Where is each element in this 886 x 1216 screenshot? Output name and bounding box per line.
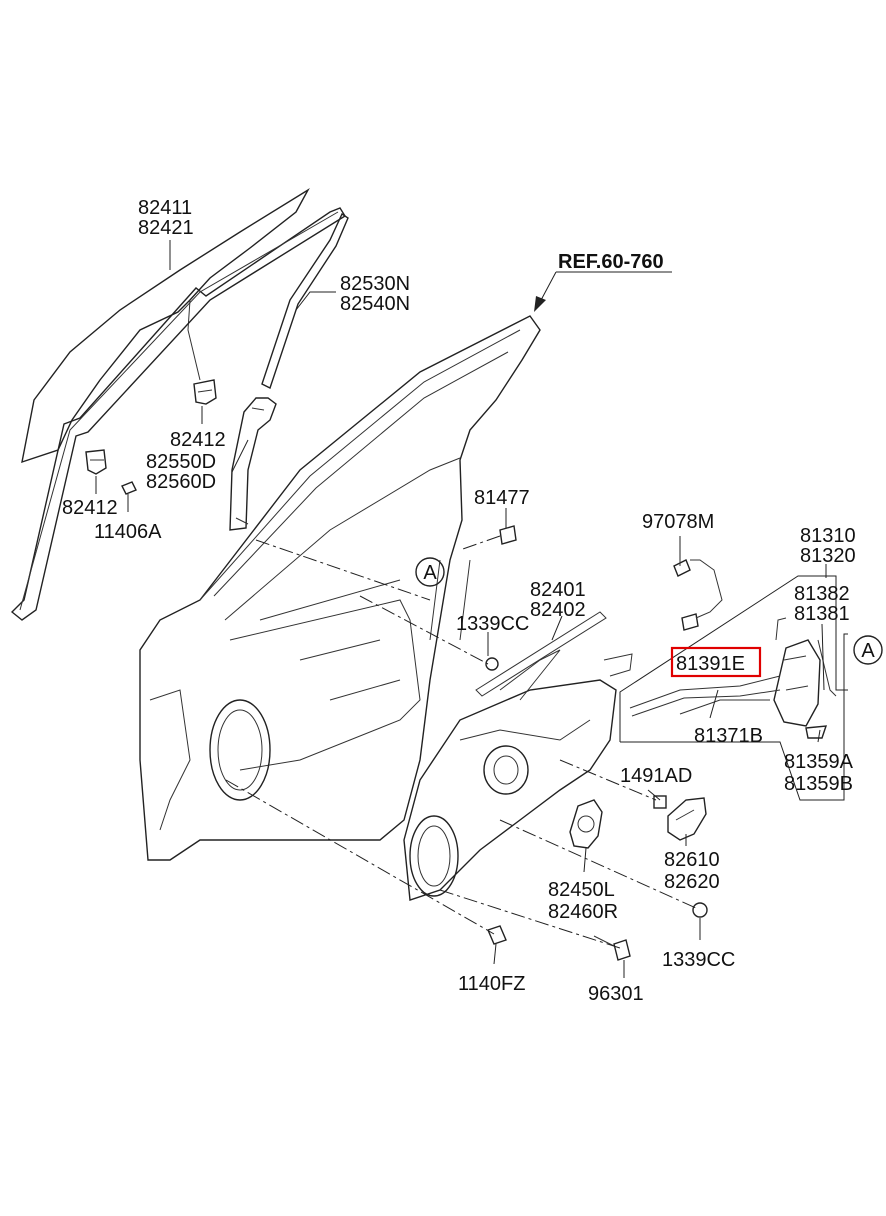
label-latch-1: 81310 [800,525,856,547]
glass-run-strip [10,207,346,621]
label-screw: 96301 [588,983,644,1005]
glass-holder-upper [193,379,217,405]
clip-1491ad [653,795,667,809]
label-nut-upper: 1339CC [456,613,529,635]
callout-circle-right [853,635,883,665]
callout-label-right: A [861,640,875,662]
bolt-1140fz [487,925,507,945]
highlight-box [670,646,762,678]
label-regulator-2: 82402 [530,599,586,621]
window-regulator [403,611,633,901]
inside-handle [667,797,707,841]
label-holder-upper: 82412 [170,429,226,451]
label-channel-1: 82550D [146,451,216,473]
actuator-harness [673,540,723,631]
door-frame [139,315,541,861]
glass-holder-lower [85,449,107,475]
door-glass [21,188,310,464]
callout-circle-left [415,557,445,587]
nut-lower [692,902,708,918]
label-run-2: 82540N [340,293,410,315]
callout-bracket [619,575,848,801]
label-glass-2: 82421 [138,217,194,239]
label-nut-lower: 1339CC [662,949,735,971]
nut-upper [485,657,499,671]
label-actuator: 97078M [642,511,714,533]
label-bolt-a: 11406A [94,521,162,543]
label-bolt-b: 81477 [474,487,530,509]
label-latch-2: 81320 [800,545,856,567]
ref-arrow [534,271,557,312]
bolt-81477 [499,525,517,545]
glass-run-front [261,212,349,389]
assembly-lines [225,535,697,949]
leader-lines [95,240,827,978]
label-handle-1: 82610 [664,849,720,871]
bolt-11406a [121,481,137,495]
door-latch [773,617,837,739]
screw-96301 [593,935,631,961]
label-rod-2: 81381 [794,603,850,625]
label-holder-lower: 82412 [62,497,118,519]
label-cable-b: 81371B [694,725,763,747]
latch-cables [629,675,781,717]
label-motor-2: 82460R [548,901,618,923]
label-cover-2: 81359B [784,773,853,795]
label-motor-1: 82450L [548,879,615,901]
label-cover-1: 81359A [784,751,854,773]
label-handle-2: 82620 [664,871,720,893]
label-rod-1: 81382 [794,583,850,605]
label-bolt-c: 1140FZ [458,973,525,995]
regulator-motor [569,799,603,849]
label-channel-2: 82560D [146,471,216,493]
callout-label-left: A [423,562,437,584]
label-regulator-1: 82401 [530,579,586,601]
label-clip: 1491AD [620,765,692,787]
label-glass-1: 82411 [138,197,192,219]
label-run-1: 82530N [340,273,410,295]
channel-82550d [229,397,277,531]
ref-label: REF.60-760 [558,251,664,273]
label-cable-e: 81391E [676,653,745,675]
